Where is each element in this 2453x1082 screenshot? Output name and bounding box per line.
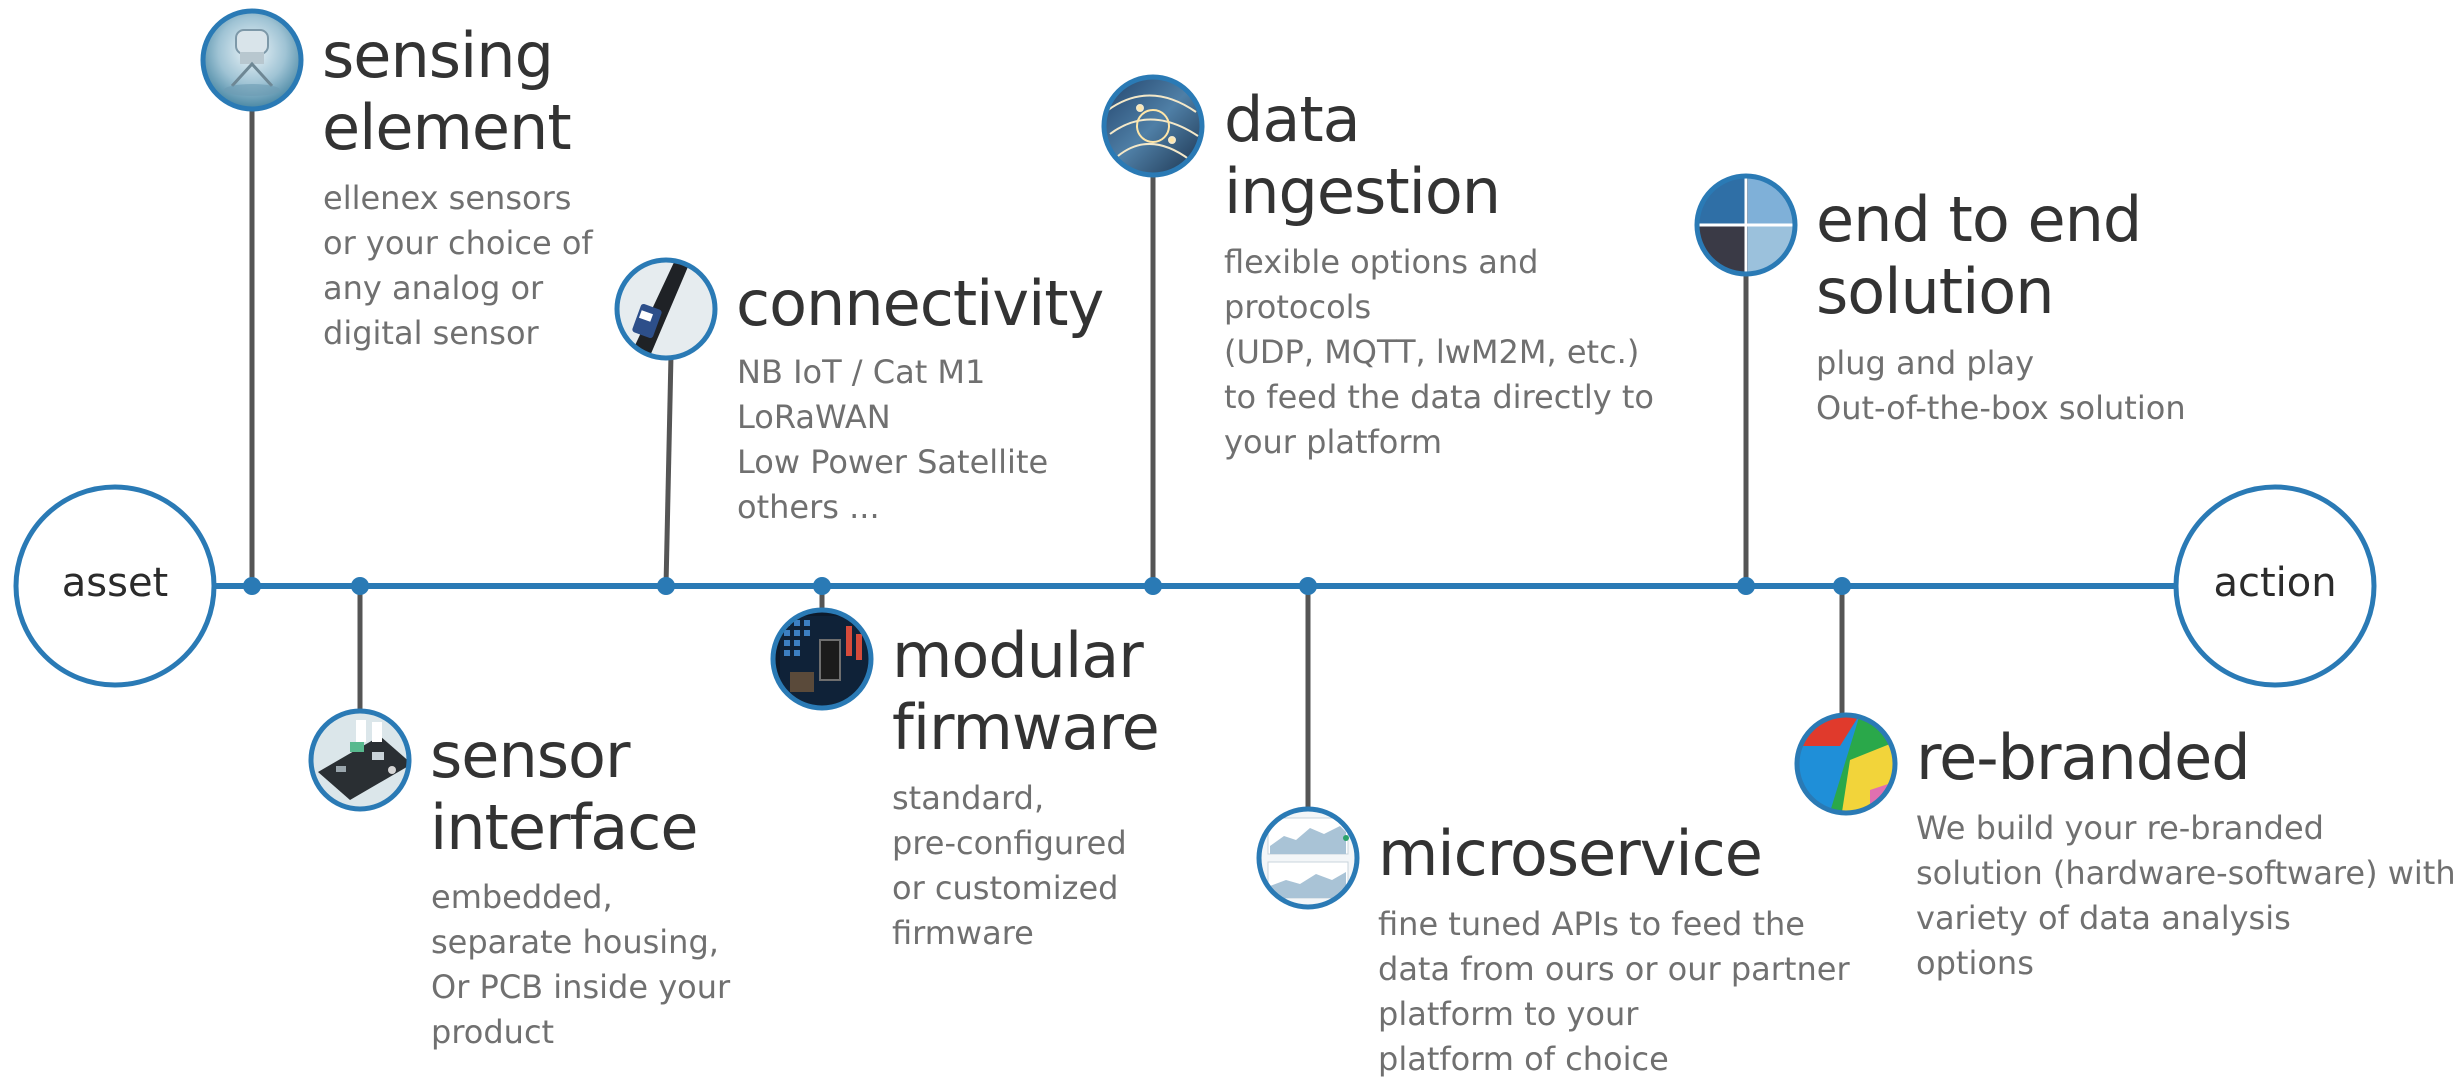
stage-description: plug and play Out-of-the-box solution: [1816, 341, 2186, 431]
stage-description: standard, pre-configured or customized f…: [892, 776, 1127, 956]
desc-line: Or PCB inside your: [431, 968, 731, 1006]
desc-line: Out-of-the-box solution: [1816, 389, 2186, 427]
action-label: action: [2213, 560, 2337, 606]
title-line: re-branded: [1916, 721, 2251, 794]
color-palette-icon: [1794, 712, 1898, 816]
title-line: solution: [1816, 255, 2055, 328]
stage-title: microservice: [1378, 817, 1763, 890]
desc-line: variety of data analysis: [1916, 899, 2291, 937]
desc-line: protocols: [1224, 288, 1372, 326]
stage-title: sensing element: [322, 19, 572, 164]
title-line: ingestion: [1224, 155, 1501, 228]
stage-title: connectivity: [736, 267, 1104, 340]
title-line: end to end: [1816, 183, 2142, 256]
desc-line: or your choice of: [323, 224, 593, 262]
action-node: [2173, 484, 2377, 688]
axis-dot: [243, 577, 261, 595]
desc-line: to feed the data directly to: [1224, 378, 1654, 416]
desc-line: NB IoT / Cat M1: [737, 353, 986, 391]
desc-line: data from ours or our partner: [1378, 950, 1850, 988]
circuit-board-icon: [308, 708, 412, 812]
asset-node: [13, 484, 217, 688]
desc-line: digital sensor: [323, 314, 539, 352]
desc-line: any analog or: [323, 269, 544, 307]
stage-title: modular firmware: [892, 619, 1160, 764]
title-line: element: [322, 91, 572, 164]
stage-description: We build your re-branded solution (hardw…: [1916, 806, 2453, 986]
stage-description: ellenex sensors or your choice of any an…: [323, 176, 593, 356]
desc-line: flexible options and: [1224, 243, 1539, 281]
desc-line: pre-configured: [892, 824, 1127, 862]
stage-title: re-branded: [1916, 721, 2251, 794]
desc-line: fine tuned APIs to feed the: [1378, 905, 1805, 943]
title-line: interface: [430, 791, 699, 864]
desc-line: others ...: [737, 488, 880, 526]
axis-dot: [1737, 577, 1755, 595]
title-line: data: [1224, 83, 1361, 156]
desc-line: Low Power Satellite: [737, 443, 1049, 481]
desc-line: platform to your: [1378, 995, 1639, 1033]
axis-dot: [813, 577, 831, 595]
title-line: connectivity: [736, 267, 1104, 340]
title-line: sensor: [430, 719, 630, 792]
stage-description: NB IoT / Cat M1 LoRaWAN Low Power Satell…: [737, 350, 1048, 530]
desc-line: LoRaWAN: [737, 398, 891, 436]
dashboard-chart-icon: [1256, 806, 1360, 910]
axis-dot: [1144, 577, 1162, 595]
desc-line: embedded,: [431, 878, 613, 916]
axis-dot: [351, 577, 369, 595]
desc-line: product: [431, 1013, 555, 1051]
desc-line: your platform: [1224, 423, 1443, 461]
title-line: sensing: [322, 19, 554, 92]
stage-description: fine tuned APIs to feed the data from ou…: [1378, 902, 1850, 1082]
axis-dot: [1833, 577, 1851, 595]
desc-line: ellenex sensors: [323, 179, 572, 217]
chip-icon: [770, 607, 874, 711]
desc-line: (UDP, MQTT, lwM2M, etc.): [1224, 333, 1640, 371]
desc-line: or customized: [892, 869, 1119, 907]
title-line: firmware: [892, 691, 1160, 764]
stage-title: data ingestion: [1224, 83, 1501, 228]
axis-dot: [1299, 577, 1317, 595]
asset-label: asset: [61, 560, 169, 606]
stage-title: sensor interface: [430, 719, 699, 864]
stage-title: end to end solution: [1816, 183, 2142, 328]
desc-line: options: [1916, 944, 2034, 982]
title-line: modular: [892, 619, 1144, 692]
desc-line: solution (hardware-software) with: [1916, 854, 2453, 892]
desc-line: standard,: [892, 779, 1045, 817]
sensor-probe-icon: [200, 8, 304, 112]
stage-description: flexible options and protocols (UDP, MQT…: [1224, 240, 1654, 465]
network-globe-icon: [1101, 74, 1205, 178]
stage-description: embedded, separate housing, Or PCB insid…: [431, 875, 730, 1055]
axis-dot: [657, 577, 675, 595]
desc-line: plug and play: [1816, 344, 2035, 382]
antenna-icon: [614, 257, 718, 361]
desc-line: firmware: [892, 914, 1034, 952]
solution-collage-icon: [1694, 173, 1798, 277]
title-line: microservice: [1378, 817, 1763, 890]
desc-line: separate housing,: [431, 923, 719, 961]
desc-line: We build your re-branded: [1916, 809, 2324, 847]
desc-line: platform of choice: [1378, 1040, 1669, 1078]
